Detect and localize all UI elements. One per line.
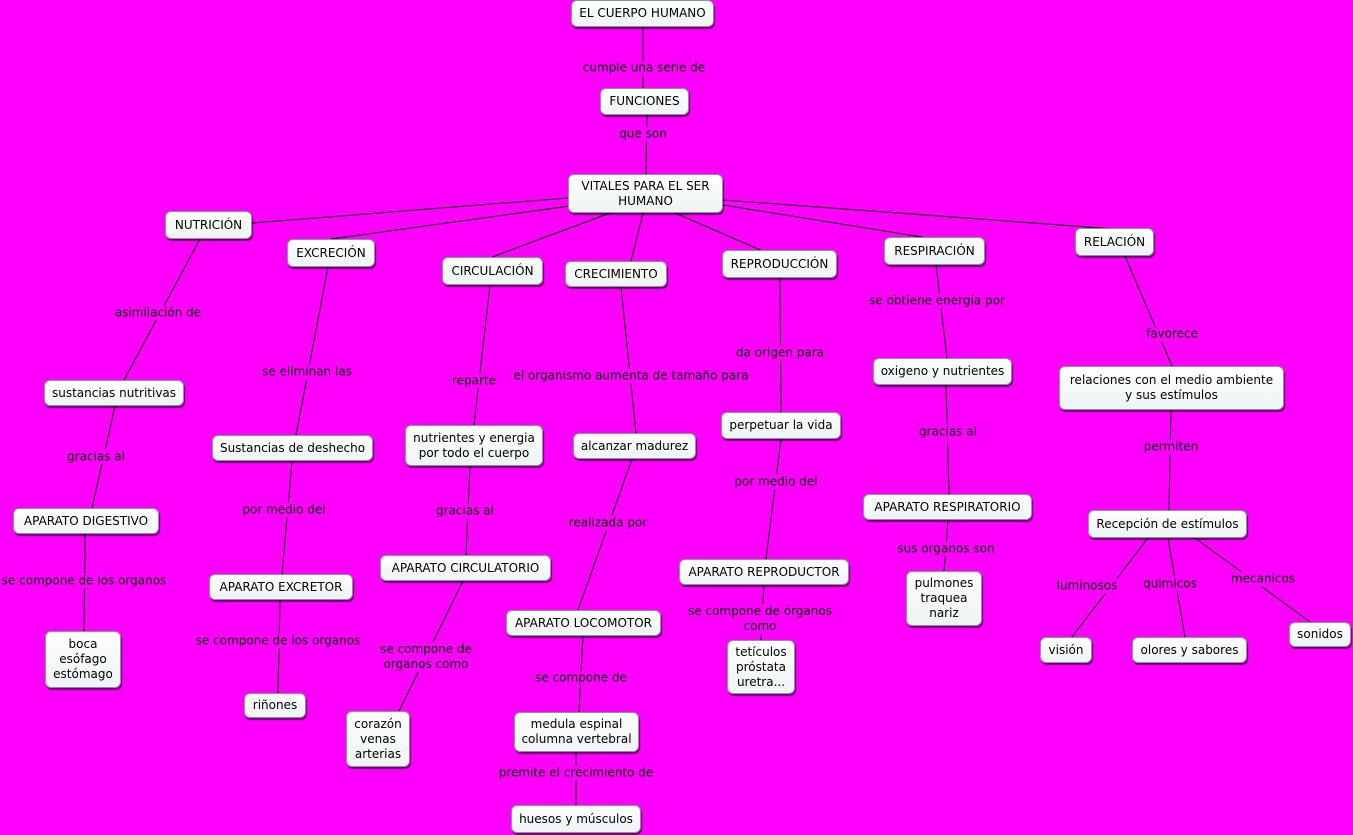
connector-line [779,277,782,413]
node-sustancias-deshecho[interactable]: Sustancias de deshecho [212,435,373,461]
connector-line [722,199,1115,230]
node-huesos-musculos[interactable]: huesos y músculos [511,805,641,833]
link-label-que-son: que son [618,126,668,142]
link-label-quimicos: quimicos [1142,576,1198,592]
connector-line [722,204,935,240]
node-organos-reproductor[interactable]: tetículos próstata uretra... [727,640,795,694]
node-relaciones-medio[interactable]: relaciones con el medio ambiente y sus e… [1059,366,1284,410]
node-sustancias-nutritivas[interactable]: sustancias nutritivas [44,380,184,406]
node-aparato-locomotor[interactable]: APARATO LOCOMOTOR [506,610,661,636]
link-label-se-compone-excretor: se compone de los organos [194,633,362,649]
node-sonidos[interactable]: sonidos [1289,622,1351,647]
connector-line [765,438,782,560]
link-label-se-compone-locomotor: se compone de [534,670,628,686]
node-circulacion[interactable]: CIRCULACIÓN [442,257,543,285]
node-relacion[interactable]: RELACIÓN [1075,228,1154,256]
node-alcanzar-madurez[interactable]: alcanzar madurez [573,433,696,459]
connector-line [1168,409,1172,511]
link-label-cumple: cumple una serie de [581,60,707,76]
node-rinones[interactable]: riñones [244,693,306,718]
node-excrecion[interactable]: EXCRECIÓN [287,239,375,267]
node-funciones[interactable]: FUNCIONES [600,88,689,115]
link-label-mecanicos: mecanicos [1229,571,1297,587]
node-reproduccion[interactable]: REPRODUCCIÓN [722,250,837,278]
connector-line [945,384,950,495]
connector-line [251,197,569,224]
node-recepcion-estimulos[interactable]: Recepción de estímulos [1088,510,1247,538]
node-respiracion[interactable]: RESPIRACIÓN [884,237,985,265]
link-label-se-obtiene: se obtiene energía por [868,293,1006,309]
link-label-se-compone-reproductor: se compone de órganos como [687,604,833,634]
connector-line [577,458,633,611]
connector-line [630,212,644,262]
node-medula-columna[interactable]: medula espinal columna vertebral [514,712,639,752]
node-el-cuerpo-humano[interactable]: EL CUERPO HUMANO [571,0,714,27]
connector-line [473,284,491,426]
node-perpetuar-vida[interactable]: perpetuar la vida [721,412,841,439]
node-aparato-excretor[interactable]: APARATO EXCRETOR [209,574,353,600]
connector-line [935,264,948,359]
node-aparato-reproductor[interactable]: APARATO REPRODUCTOR [679,559,849,585]
link-label-se-compone-digestivo: se compone de los organos [0,573,168,589]
link-label-gracias-respiracion: gracias al [918,424,978,440]
link-label-asimilacion: asimilación de [113,305,203,321]
link-label-reparte: reparte [450,373,498,389]
node-organos-circulatorio[interactable]: corazón venas arterias [346,711,410,767]
connector-line [281,460,293,575]
connector-line [620,286,637,434]
connector-line [491,212,611,258]
node-organos-respiratorio[interactable]: pulmones traquea nariz [906,571,982,626]
link-label-por-medio-excretor: por medio del [241,502,327,518]
connector-line [330,205,571,240]
node-aparato-digestivo[interactable]: APARATO DIGESTIVO [13,508,159,534]
link-label-premite: premite el crecimiento de [497,765,655,781]
link-label-por-medio-reproductor: por medio del [733,474,819,490]
link-label-favorece: favorece [1144,326,1200,342]
link-label-gracias-circulacion: gracias al [435,503,495,519]
node-olores-sabores[interactable]: olores y sabores [1132,637,1247,663]
node-aparato-respiratorio[interactable]: APARATO RESPIRATORIO [863,494,1032,520]
node-nutricion[interactable]: NUTRICIÓN [165,211,252,239]
connector-line [1124,255,1173,367]
node-vitales[interactable]: VITALES PARA EL SER HUMANO [568,174,723,213]
link-label-da-origen: da origen para [734,345,826,361]
link-label-luminosos: luminosos [1055,578,1119,594]
link-label-se-eliminan: se eliminan las [261,364,353,380]
node-vision[interactable]: visión [1040,637,1092,663]
node-oxigeno-nutrientes[interactable]: oxigeno y nutrientes [873,358,1012,385]
node-organos-digestivo[interactable]: boca esófago estómago [45,631,121,688]
node-crecimiento[interactable]: CRECIMIENTO [565,261,667,287]
connector-line [295,266,329,436]
link-label-gracias-nutricion: gracias al [66,449,126,465]
link-label-permiten: permiten [1142,439,1200,455]
node-nutrientes-energia[interactable]: nutrientes y energia por todo el cuerpo [405,425,543,466]
link-label-sus-organos: sus organos son [896,541,996,557]
link-label-se-compone-circulatorio: se compone de organos como [379,642,473,672]
link-label-organismo-aumenta: el organismo aumenta de tamaño para [512,368,750,384]
link-label-realizada-por: realizada por [567,515,649,531]
node-aparato-circulatorio[interactable]: APARATO CIRCULATORIO [380,555,551,581]
connector-line [645,114,648,175]
